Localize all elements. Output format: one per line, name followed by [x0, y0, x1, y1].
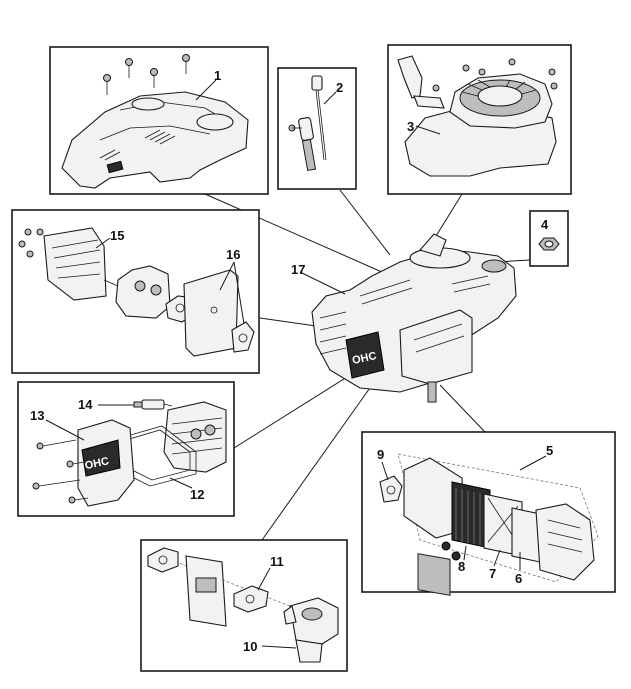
part-label-5: 5 [546, 443, 553, 458]
cylinder-head-shape [163, 401, 227, 473]
engine-cover-shape [61, 91, 249, 189]
part-label-16: 16 [226, 247, 240, 262]
pleated-filter-shape [451, 481, 491, 549]
part-label-2: 2 [336, 80, 343, 95]
dipstick-shape [288, 75, 327, 172]
part-label-15: 15 [110, 228, 124, 243]
muffler-heat-plate-shape [183, 269, 239, 357]
nut-shape [538, 237, 560, 251]
panel-engine-cover: 1 [49, 46, 269, 195]
air-filter-gasket-shape [379, 475, 403, 503]
valve-cover-ohc-logo: OHC [84, 455, 110, 472]
part-label-1: 1 [214, 68, 221, 83]
part-label-7: 7 [489, 566, 496, 581]
carburetor-shape [283, 597, 339, 663]
starter-housing-shape [404, 73, 557, 177]
air-filter-cover-shape [535, 503, 595, 581]
part-label-11: 11 [270, 554, 284, 569]
part-label-3: 3 [407, 119, 414, 134]
carb-insulator-shape [185, 555, 227, 627]
engine-ohc-logo: OHC [351, 350, 377, 367]
starter-handle-shape [397, 55, 445, 109]
starter-nuts [432, 58, 558, 92]
carb-gasket-right-shape [233, 585, 269, 613]
cover-screws [103, 54, 190, 95]
part-label-9: 9 [377, 447, 384, 462]
part-label-8: 8 [458, 559, 465, 574]
pre-filter-shape [511, 507, 541, 563]
panel-muffler: 15 16 [11, 209, 260, 374]
air-filter-nuts [441, 541, 461, 561]
valve-cover-shape: OHC [77, 419, 135, 507]
muffler-shield-shape [18, 227, 107, 301]
part-label-12: 12 [190, 487, 204, 502]
part-label-17: 17 [291, 262, 305, 277]
panel-air-filter: 5 6 7 8 9 [361, 431, 616, 596]
part-label-4: 4 [541, 217, 549, 232]
panel-dipstick: 2 [277, 67, 357, 190]
valve-cover-bolts [32, 439, 89, 504]
panel-carburetor: 11 10 [140, 539, 348, 672]
carb-gasket-left-shape [147, 547, 179, 573]
part-label-10: 10 [243, 639, 257, 654]
engine-assembly: OHC 17 [291, 233, 517, 403]
part-label-13: 13 [30, 408, 44, 423]
air-filter-base-shape [403, 457, 465, 596]
leader-lines [204, 189, 531, 541]
panel-nut: 4 [529, 210, 569, 267]
part-label-6: 6 [515, 571, 522, 586]
part-label-14: 14 [78, 397, 93, 412]
panel-recoil-starter: 3 [387, 44, 572, 195]
panel-valve-cover: OHC 14 13 12 [17, 381, 235, 517]
